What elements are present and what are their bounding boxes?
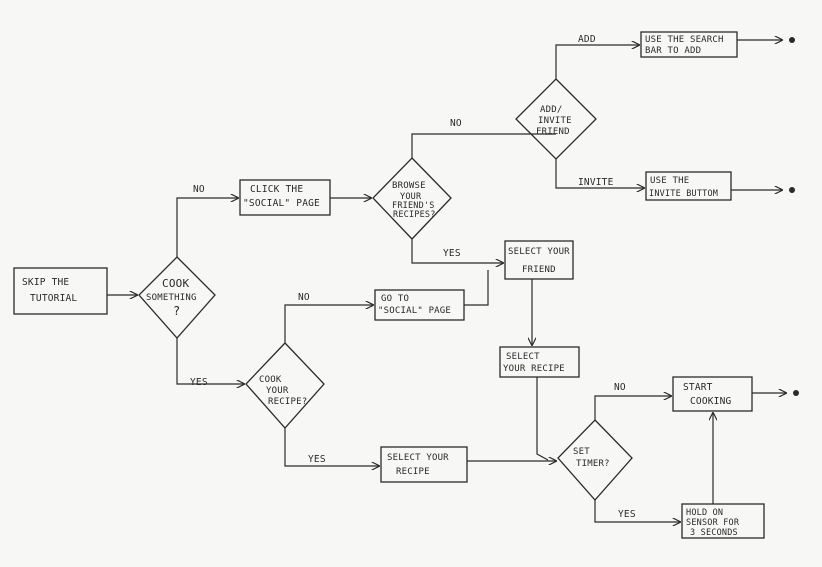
box-click-social-1: CLICK THE: [250, 184, 303, 195]
decision-add-invite-1: ADD/: [540, 105, 562, 115]
box-select-friend-1: SELECT YOUR: [508, 247, 570, 257]
decision-browse-1: BROWSE: [392, 181, 426, 191]
decision-add-invite-3: FRIEND: [536, 127, 570, 137]
edge-add: [555, 45, 639, 79]
decision-cook-your-2: YOUR: [266, 386, 289, 396]
edge-cook-your-yes: [284, 428, 379, 466]
box-go-social-1: GO TO: [381, 294, 409, 304]
box-select-recipe-top-2: YOUR RECIPE: [503, 364, 565, 374]
decision-browse-2: YOUR: [400, 192, 422, 202]
box-select-recipe-top: [499, 346, 580, 378]
edge-label-no-1: NO: [193, 184, 205, 195]
edge-recipe-top-to-timer: [536, 377, 549, 461]
edge-label-no-4: NO: [614, 382, 626, 393]
edge-label-yes-1: YES: [190, 377, 208, 388]
start-box: [13, 267, 108, 315]
decision-cook-something-3: ?: [173, 304, 180, 318]
box-click-social-2: "SOCIAL" PAGE: [243, 198, 320, 209]
edge-label-no-3: NO: [298, 292, 310, 303]
box-start-cooking-1: START: [683, 382, 713, 393]
box-select-friend-2: FRIEND: [522, 265, 556, 275]
decision-cook-something-2: SOMETHING: [146, 293, 197, 303]
edge-browse-no: [411, 133, 556, 158]
decision-cook-your-3: RECIPE?: [268, 397, 307, 407]
box-select-recipe-bottom-1: SELECT YOUR: [387, 453, 449, 463]
box-invite-button-1: USE THE: [650, 176, 689, 186]
edge-browse-yes: [411, 239, 503, 263]
decision-set-timer-1: SET: [573, 447, 590, 457]
edge-label-add: ADD: [578, 34, 596, 45]
edge-label-invite: INVITE: [578, 177, 614, 188]
box-search-bar-2: BAR TO ADD: [645, 46, 701, 56]
edge-cook-no: [176, 198, 238, 257]
edge-timer-no: [594, 396, 671, 420]
box-select-friend: [504, 240, 574, 280]
decision-browse-4: RECIPES?: [393, 210, 436, 220]
box-hold-sensor-1: HOLD ON: [686, 508, 723, 518]
edge-cook-your-no: [284, 305, 373, 343]
box-select-recipe-bottom: [380, 446, 468, 483]
edge-label-no-2: NO: [450, 118, 462, 129]
edge-go-social-up: [464, 270, 489, 306]
box-select-recipe-bottom-2: RECIPE: [396, 467, 430, 477]
end-dot-1: [789, 37, 795, 43]
box-hold-sensor-2: SENSOR FOR: [686, 518, 740, 528]
end-dot-2: [789, 187, 795, 193]
box-select-recipe-top-1: SELECT: [506, 352, 540, 362]
box-invite-button: [645, 171, 732, 201]
box-search-bar: [640, 31, 738, 58]
box-go-social-2: "SOCIAL" PAGE: [378, 306, 451, 316]
box-hold-sensor: [681, 503, 765, 539]
box-start-cooking: [672, 376, 753, 412]
box-search-bar-1: USE THE SEARCH: [645, 35, 724, 45]
edge-cook-yes: [176, 338, 244, 384]
decision-set-timer-2: TIMER?: [576, 459, 610, 469]
edge-label-yes-4: YES: [618, 509, 636, 520]
box-invite-button-2: INVITE BUTTOM: [649, 189, 718, 199]
start-label-1: SKIP THE: [22, 277, 69, 288]
start-label-2: TUTORIAL: [30, 293, 77, 304]
end-dot-3: [793, 390, 799, 396]
edge-invite: [555, 159, 644, 188]
decision-add-invite-2: INVITE: [538, 116, 572, 126]
edge-timer-yes: [594, 500, 680, 522]
edge-label-yes-2: YES: [443, 248, 461, 259]
box-start-cooking-2: COOKING: [690, 396, 732, 407]
decision-browse-3: FRIEND'S: [392, 201, 435, 211]
box-hold-sensor-3: 3 SECONDS: [690, 528, 738, 538]
decision-cook-something-1: COOK: [162, 277, 189, 290]
decision-cook-your-1: COOK: [259, 375, 282, 385]
edge-label-yes-3: YES: [308, 454, 326, 465]
